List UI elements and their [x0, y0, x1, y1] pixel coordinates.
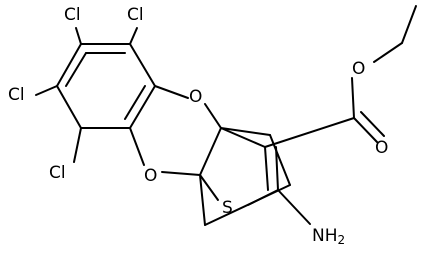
ester-oxygen-label: O — [352, 59, 365, 79]
bicyclic-cage — [199, 127, 311, 226]
chlorine-label: Cl — [8, 85, 25, 105]
carbonyl-oxygen-label: O — [375, 138, 388, 158]
chlorine-label: Cl — [64, 5, 81, 25]
dioxin-ring — [129, 85, 222, 176]
amine-label: NH2 — [312, 226, 345, 247]
benzene-ring — [56, 43, 156, 129]
amine-subscript: 2 — [338, 233, 346, 247]
amine-nh-text: NH — [312, 226, 338, 246]
ring-oxygen-label: O — [144, 166, 157, 186]
chlorine-label: Cl — [127, 5, 144, 25]
ester-group — [264, 5, 417, 148]
chlorine-label: Cl — [49, 163, 66, 183]
ring-oxygen-label: O — [189, 87, 202, 107]
chlorine-bonds — [35, 27, 138, 163]
sulfur-label: S — [222, 198, 233, 218]
